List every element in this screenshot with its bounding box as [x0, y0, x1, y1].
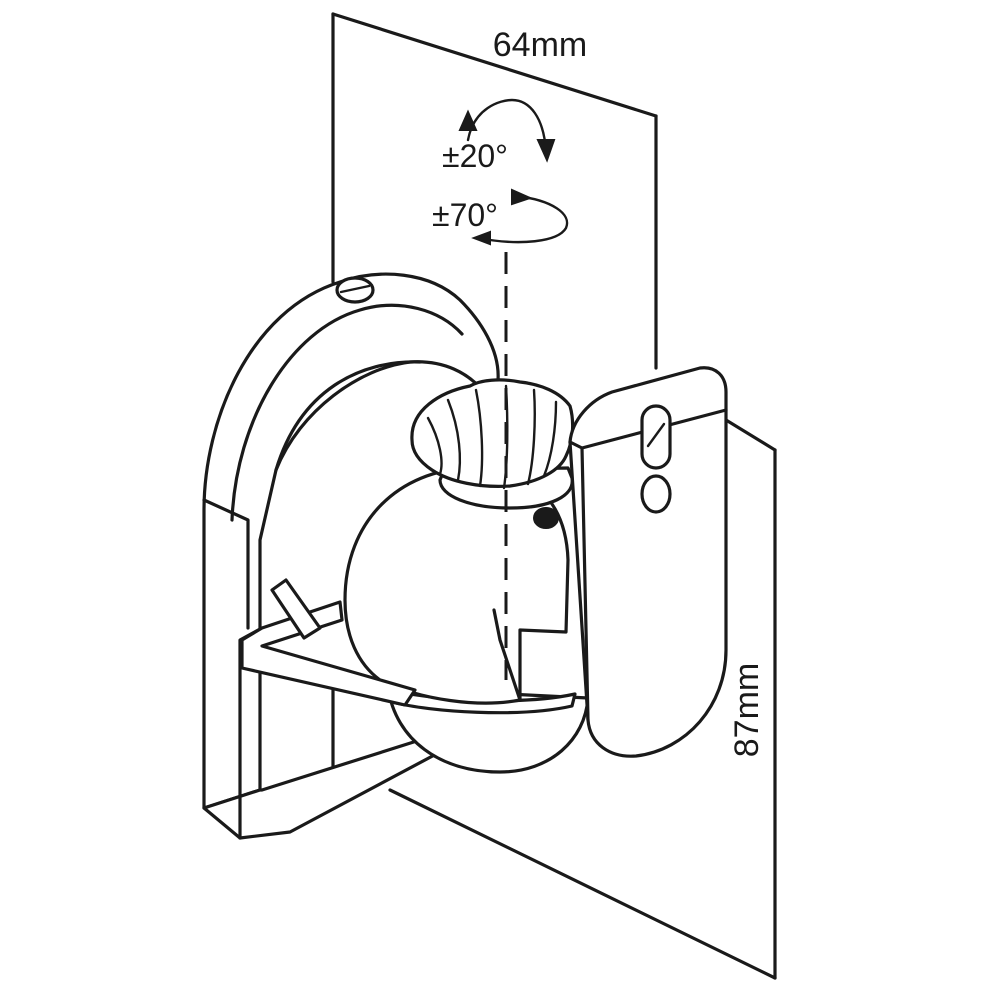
tilt-angle-label: ±20°	[442, 138, 508, 174]
tightening-knob	[410, 378, 575, 529]
ball-joint	[343, 466, 590, 774]
speaker-plate	[568, 366, 728, 758]
slot-hole-icon	[640, 404, 672, 470]
swivel-indicator: ±70°	[432, 188, 569, 246]
screw-head-icon	[335, 276, 375, 304]
width-dimension-label: 64mm	[493, 26, 587, 64]
elliptical-arrow-icon	[471, 188, 569, 246]
tilt-indicator: ±20°	[442, 98, 556, 174]
bracket-arm	[240, 578, 417, 707]
swivel-angle-label: ±70°	[432, 197, 498, 233]
round-hole-icon	[640, 474, 672, 514]
bracket-body	[202, 272, 500, 840]
curved-arrow-icon	[458, 98, 556, 163]
height-dimension-label: 87mm	[728, 663, 766, 757]
